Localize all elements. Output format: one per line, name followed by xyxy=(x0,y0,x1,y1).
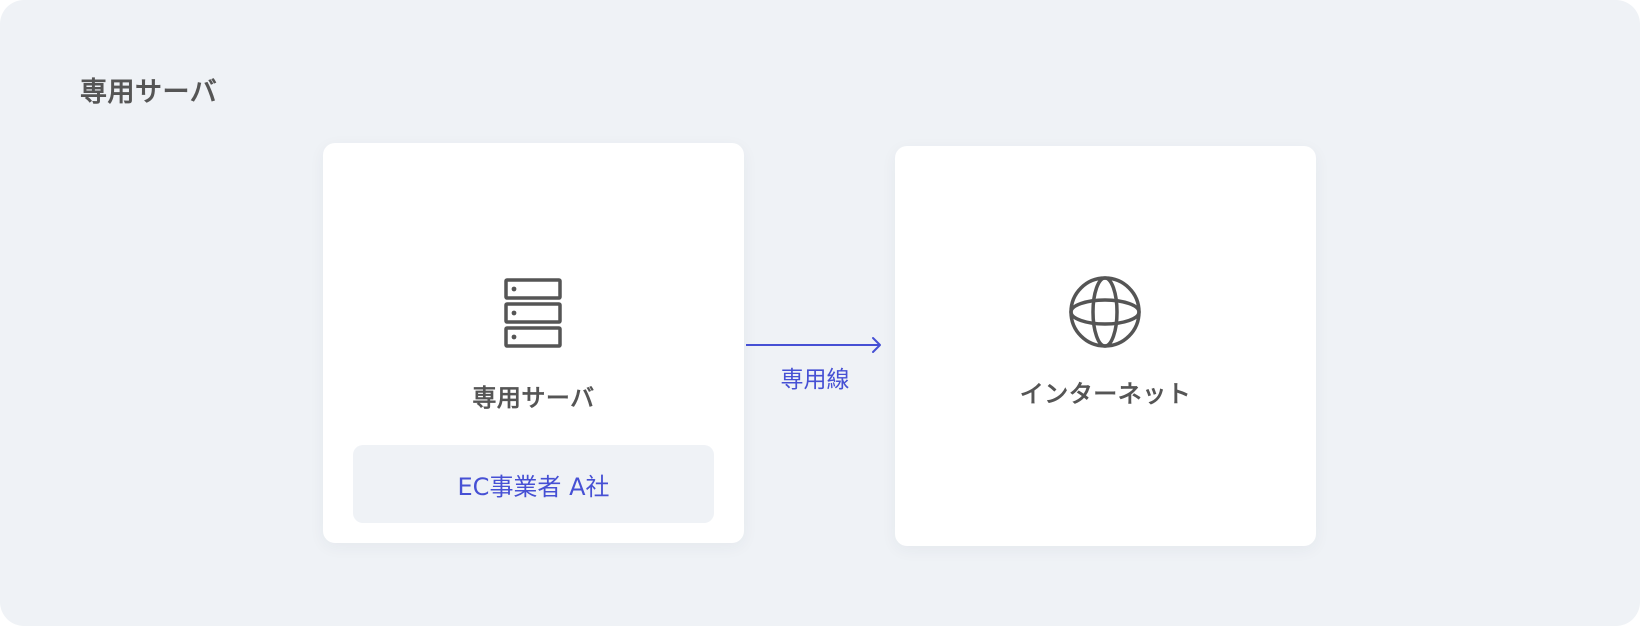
section-title: 専用サーバ xyxy=(80,77,218,108)
operator-tag: EC事業者 A社 xyxy=(353,445,714,523)
server-label: 専用サーバ xyxy=(472,384,595,412)
connection-label: 専用線 xyxy=(780,367,850,393)
globe-icon xyxy=(1069,276,1141,348)
connection-arrow xyxy=(746,337,881,353)
internet-card: インターネット xyxy=(895,146,1316,546)
server-icon xyxy=(504,278,562,348)
internet-label: インターネット xyxy=(1019,380,1192,408)
dedicated-server-card: 専用サーバ EC事業者 A社 xyxy=(323,143,744,543)
